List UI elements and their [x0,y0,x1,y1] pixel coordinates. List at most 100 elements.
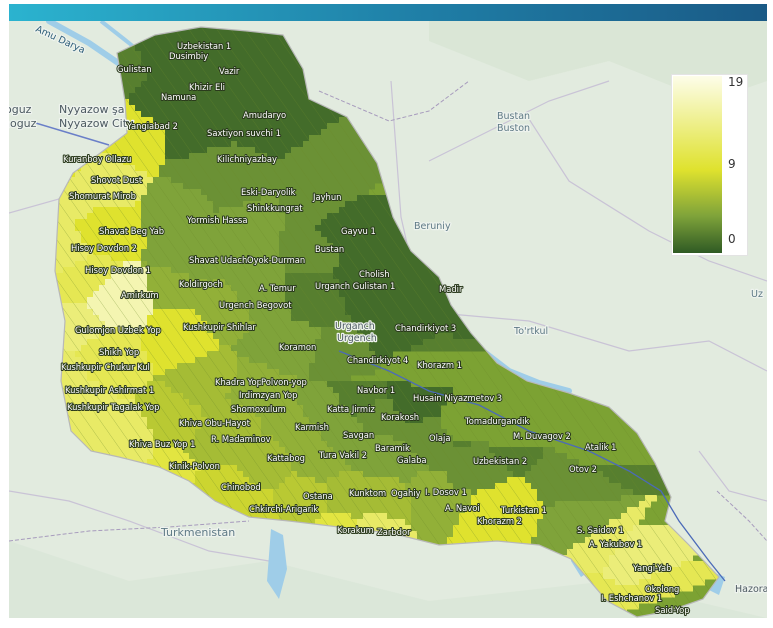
district-cell[interactable] [189,453,291,460]
district-cell[interactable] [591,465,753,472]
district-cell[interactable] [405,519,411,526]
district-cell[interactable] [81,345,141,352]
district-cell[interactable] [87,375,153,382]
district-cell[interactable] [279,249,339,256]
district-cell[interactable] [237,357,249,364]
district-cell[interactable] [111,273,147,280]
district-cell[interactable] [141,225,285,232]
district-cell[interactable] [243,405,303,412]
district-cell[interactable] [543,507,627,514]
district-cell[interactable] [645,495,657,502]
district-cell[interactable] [39,279,105,286]
district-cell[interactable] [237,375,297,382]
district-cell[interactable] [327,495,411,502]
district-cell[interactable] [99,381,147,388]
district-cell[interactable] [135,201,141,208]
district-cell[interactable] [267,153,285,160]
district-cell[interactable] [369,405,393,412]
district-cell[interactable] [153,177,171,184]
district-cell[interactable] [9,225,75,232]
district-cell[interactable] [321,333,363,340]
district-cell[interactable] [327,507,411,514]
district-cell[interactable] [147,267,171,274]
district-cell[interactable] [9,387,105,394]
district-cell[interactable] [285,291,339,298]
district-cell[interactable] [603,567,663,574]
district-cell[interactable] [123,261,141,268]
district-cell[interactable] [207,195,261,202]
district-cell[interactable] [57,297,87,304]
district-cell[interactable] [105,279,147,286]
district-cell[interactable] [513,471,525,478]
district-cell[interactable] [213,207,219,214]
district-cell[interactable] [537,525,603,532]
district-cell[interactable] [195,435,273,442]
district-cell[interactable] [207,321,255,328]
district-cell[interactable] [243,303,285,310]
district-cell[interactable] [351,465,429,472]
district-cell[interactable] [453,441,471,448]
district-cell[interactable] [189,441,279,448]
district-cell[interactable] [9,357,81,364]
district-cell[interactable] [471,495,537,502]
district-cell[interactable] [147,315,201,322]
district-cell[interactable] [309,321,339,328]
district-cell[interactable] [279,237,327,244]
district-cell[interactable] [153,117,339,124]
district-cell[interactable] [279,255,339,262]
district-cell[interactable] [279,207,339,214]
district-cell[interactable] [153,447,183,454]
district-cell[interactable] [297,375,309,382]
district-cell[interactable] [81,231,141,238]
district-cell[interactable] [471,501,543,508]
district-cell[interactable] [357,417,405,424]
choropleth-map[interactable]: Nyyazow şa Nyyazow City oguz hoguz Busta… [9,21,767,618]
district-cell[interactable] [165,381,231,388]
district-cell[interactable] [333,387,387,394]
district-cell[interactable] [429,465,507,472]
district-cell[interactable] [153,369,165,376]
district-cell[interactable] [261,429,321,436]
district-cell[interactable] [93,309,153,316]
district-cell[interactable] [177,363,237,370]
district-cell[interactable] [9,375,87,382]
district-cell[interactable] [405,441,453,448]
district-cell[interactable] [15,333,99,340]
district-cell[interactable] [153,297,237,304]
district-cell[interactable] [171,177,387,184]
district-cell[interactable] [297,387,333,394]
district-cell[interactable] [135,105,357,112]
district-cell[interactable] [411,501,471,508]
district-cell[interactable] [435,333,453,340]
district-cell[interactable] [459,513,543,520]
district-cell[interactable] [411,447,489,454]
district-cell[interactable] [141,231,279,238]
district-cell[interactable] [201,423,261,430]
district-cell[interactable] [273,435,321,442]
district-cell[interactable] [81,357,147,364]
district-cell[interactable] [525,471,603,478]
district-cell[interactable] [363,429,447,436]
district-cell[interactable] [75,351,147,358]
district-cell[interactable] [201,315,249,322]
district-cell[interactable] [81,165,135,172]
district-cell[interactable] [393,435,453,442]
district-cell[interactable] [141,339,219,346]
district-cell[interactable] [75,171,147,178]
district-cell[interactable] [573,543,621,550]
district-cell[interactable] [315,423,363,430]
district-cell[interactable] [189,273,285,280]
district-cell[interactable] [297,393,339,400]
district-cell[interactable] [147,357,195,364]
district-cell[interactable] [273,495,327,502]
district-cell[interactable] [543,447,555,454]
district-cell[interactable] [291,315,351,322]
district-cell[interactable] [411,513,459,520]
district-cell[interactable] [585,537,627,544]
district-cell[interactable] [159,441,189,448]
district-cell[interactable] [411,525,453,532]
district-cell[interactable] [9,243,87,250]
district-cell[interactable] [201,465,237,472]
district-cell[interactable] [531,483,621,490]
district-cell[interactable] [51,273,111,280]
